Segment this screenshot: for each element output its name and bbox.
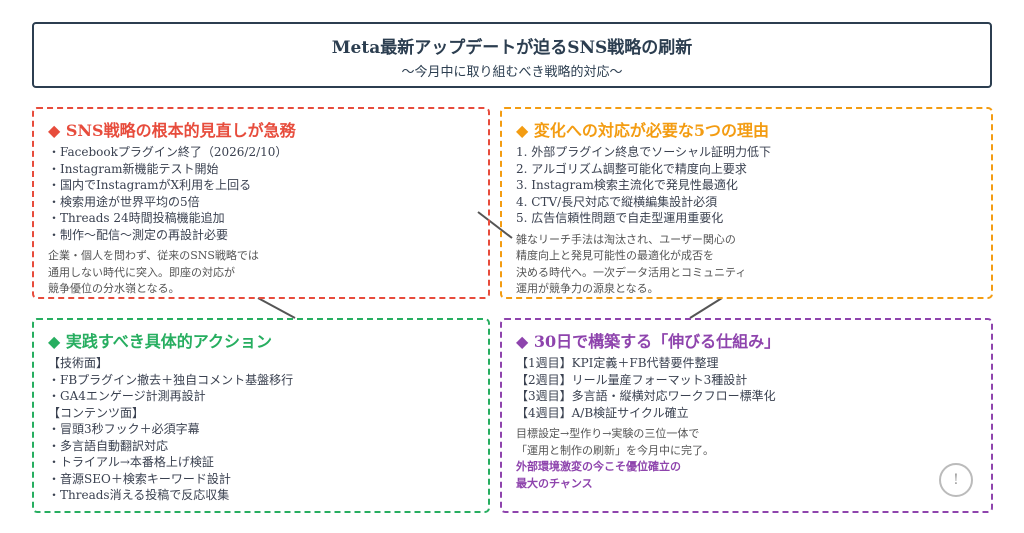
box-title: ◆ 変化への対応が必要な5つの理由 (516, 121, 770, 140)
note-line: 運用が競争力の源泉となる。 (516, 282, 659, 295)
list-item: 2. アルゴリズム調整可能化で精度向上要求 (516, 161, 747, 176)
list-item: ・冒頭3秒フック＋必須字幕 (48, 422, 200, 436)
box-title: ◆ 実践すべき具体的アクション (48, 332, 272, 351)
box-note: 企業・個人を問わず、従来のSNS戦略では 通用しない時代に突入。即座の対応が 競… (48, 248, 474, 298)
list-item: ・制作〜配信〜測定の再設計必要 (48, 227, 229, 242)
list-item: ・トライアル→本番格上げ検証 (48, 455, 214, 469)
list-item: ・Threads 24時間投稿機能追加 (48, 211, 225, 225)
urgent-review-box: ◆ SNS戦略の根本的見直しが急務 ・Facebookプラグイン終了（2026/… (32, 107, 490, 299)
connector-line (257, 297, 296, 319)
highlight-line: 最大のチャンス (516, 476, 593, 490)
list-item: ・Instagram新機能テスト開始 (48, 161, 219, 176)
actions-box: ◆ 実践すべき具体的アクション 【技術面】 ・FBプラグイン撤去＋独自コメント基… (32, 318, 490, 513)
connector-line (689, 297, 723, 319)
list-item: ・Facebookプラグイン終了（2026/2/10） (48, 145, 288, 159)
note-line: 目標設定→型作り→実験の三位一体で (516, 427, 700, 440)
page-title: Meta最新アップデートが迫るSNS戦略の刷新 (331, 38, 693, 58)
box-title: ◆ 30日で構築する「伸びる仕組み」 (516, 332, 781, 351)
note-line: 雑なリーチ手法は淘汰され、ユーザー関心の (516, 232, 736, 246)
list-item: ・Threads消える投稿で反応収集 (48, 488, 230, 502)
section-label: 【技術面】 (48, 356, 109, 370)
box-title: ◆ SNS戦略の根本的見直しが急務 (48, 121, 296, 140)
note-line: 「運用と制作の刷新」を今月中に完了。 (516, 443, 714, 457)
connector-line (477, 211, 513, 239)
page-subtitle: 〜今月中に取り組むべき戦略的対応〜 (401, 65, 623, 80)
list-item: 【3週目】多言語・縦横対応ワークフロー標準化 (516, 389, 776, 403)
note-line: 決める時代へ。一次データ活用とコミュニティ (516, 265, 747, 279)
list-item: ・検索用途が世界平均の5倍 (48, 194, 200, 209)
note-line: 企業・個人を問わず、従来のSNS戦略では (48, 249, 259, 262)
list-item: ・音源SEO＋検索キーワード設計 (48, 471, 231, 486)
section-label: 【コンテンツ面】 (48, 405, 145, 420)
note-line: 通用しない時代に突入。即座の対応が (48, 265, 235, 279)
exclamation-icon: ! (939, 463, 973, 497)
note-line: 競争優位の分水嶺となる。 (48, 282, 180, 295)
list-item: ・GA4エンゲージ計測再設計 (48, 389, 206, 403)
list-item: 【2週目】リール量産フォーマット3種設計 (516, 372, 748, 387)
list-item: ・国内でInstagramがX利用を上回る (48, 178, 252, 192)
highlight-line: 外部環境激変の今こそ優位確立の (516, 460, 681, 473)
list-item: ・FBプラグイン撤去＋独自コメント基盤移行 (48, 372, 294, 387)
header-box: Meta最新アップデートが迫るSNS戦略の刷新 〜今月中に取り組むべき戦略的対応… (32, 22, 992, 88)
note-line: 精度向上と発見可能性の最適化が成否を (516, 249, 714, 262)
list-item: ・多言語自動翻訳対応 (48, 438, 169, 453)
list-item: 1. 外部プラグイン終息でソーシャル証明力低下 (516, 145, 772, 159)
box-note: 雑なリーチ手法は淘汰され、ユーザー関心の 精度向上と発見可能性の最適化が成否を … (516, 232, 977, 298)
thirty-day-plan-box: ◆ 30日で構築する「伸びる仕組み」 【1週目】KPI定義＋FB代替要件整理 【… (500, 318, 993, 513)
box-note: 目標設定→型作り→実験の三位一体で 「運用と制作の刷新」を今月中に完了。 (516, 426, 977, 459)
list-item: 5. 広告信頼性問題で自走型運用重要化 (516, 211, 724, 225)
list-item: 【1週目】KPI定義＋FB代替要件整理 (516, 356, 719, 370)
five-reasons-box: ◆ 変化への対応が必要な5つの理由 1. 外部プラグイン終息でソーシャル証明力低… (500, 107, 993, 299)
list-item: 4. CTV/長尺対応で縦横編集設計必須 (516, 194, 718, 209)
list-item: 3. Instagram検索主流化で発見性最適化 (516, 178, 738, 192)
list-item: 【4週目】A/B検証サイクル確立 (516, 405, 689, 420)
